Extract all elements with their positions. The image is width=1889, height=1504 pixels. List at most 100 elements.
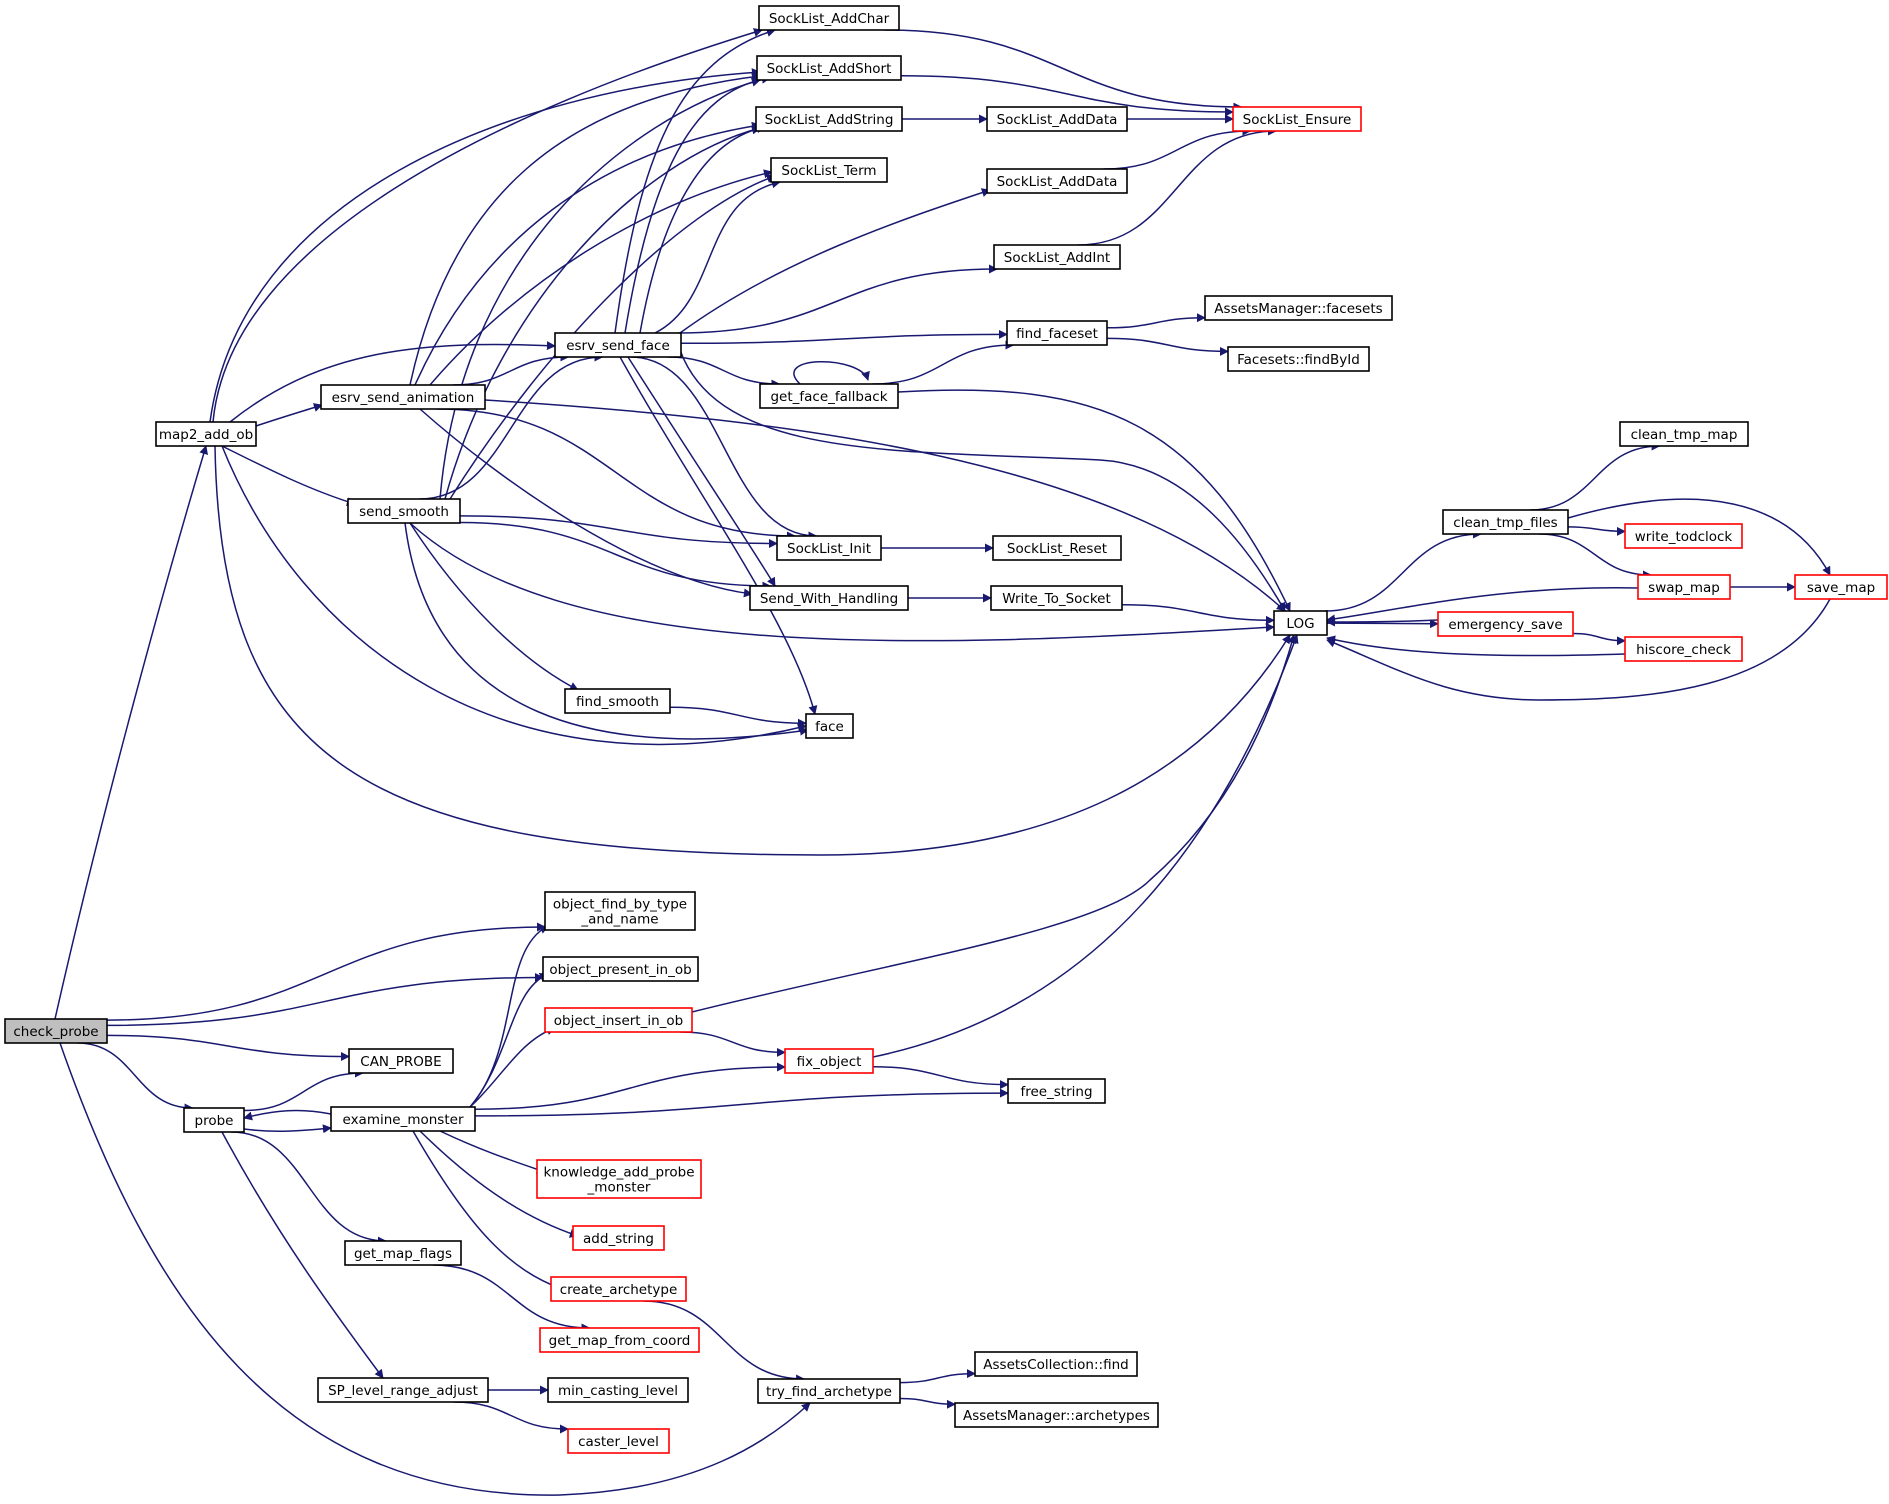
edge-examine_monster-to-knowledge_add_probe_monster [439,1130,546,1174]
node-face[interactable]: face [805,713,854,739]
node-label: swap_map [1648,580,1720,596]
node-swap-map[interactable]: swap_map [1637,574,1731,600]
edge-line [243,1109,332,1121]
node-min-casting-level[interactable]: min_casting_level [547,1377,689,1403]
node-clean-tmp-map[interactable]: clean_tmp_map [1619,421,1749,447]
node-label: object_present_in_ob [549,962,691,978]
node-socklist-addint[interactable]: SockList_AddInt [993,244,1121,270]
edge-line [77,1042,194,1113]
node-save-map[interactable]: save_map [1794,574,1888,600]
edge-line [255,403,323,427]
node-label: SockList_AddShort [767,61,892,77]
edge-esrv_send_face-to-LOG [679,349,1286,612]
node-box [1624,636,1743,662]
edge-line [677,264,998,334]
node-send-with-handling[interactable]: Send_With_Handling [749,585,909,611]
edge-line [1106,313,1206,329]
edge-line [643,1300,806,1384]
edge-line [459,521,772,591]
node-socklist-adddata-2[interactable]: SockList_AddData [986,168,1128,194]
node-probe[interactable]: probe [183,1107,245,1133]
node-socklist-addstring[interactable]: SockList_AddString [755,106,903,132]
edge-line [669,706,807,728]
node-socklist-adddata-1[interactable]: SockList_AddData [986,106,1128,132]
edge-line [680,1031,786,1057]
node-emergency-save[interactable]: emergency_save [1437,611,1574,637]
node-can-probe[interactable]: CAN_PROBE [348,1048,454,1074]
node-label: get_face_fallback [770,389,887,405]
node-sp-level-range-adjust[interactable]: SP_level_range_adjust [317,1377,489,1403]
node-get-map-from-coord[interactable]: get_map_from_coord [539,1327,700,1353]
edge-line [474,1088,1009,1117]
node-find-faceset[interactable]: find_faceset [1006,320,1108,346]
edge-send_smooth-to-SockList_Term [449,174,776,500]
node-assetsmanager-archetypes[interactable]: AssetsManager::archetypes [954,1402,1159,1428]
node-try-find-archetype[interactable]: try_find_archetype [757,1378,901,1404]
node-esrv-send-face[interactable]: esrv_send_face [554,332,682,358]
node-box [554,332,682,358]
node-log[interactable]: LOG [1273,610,1328,636]
node-label: min_casting_level [558,1383,678,1399]
edge-probe-to-SP_level_range_adjust [221,1131,384,1379]
edge-line [243,1068,364,1112]
node-object-find-by-type-and-name[interactable]: object_find_by_type_and_name [544,891,696,931]
edge-line [106,973,544,1027]
edge-send_smooth-to-find_smooth [409,522,579,691]
node-box [155,421,257,447]
node-get-map-flags[interactable]: get_map_flags [344,1240,462,1266]
edge-esrv_send_animation-to-SockList_Term [429,169,773,386]
edge-line [409,522,1275,642]
node-socklist-reset[interactable]: SockList_Reset [992,535,1122,561]
node-socklist-addshort[interactable]: SockList_AddShort [756,55,902,81]
node-clean-tmp-files[interactable]: clean_tmp_files [1442,509,1569,535]
node-hiscore-check[interactable]: hiscore_check [1624,636,1743,662]
node-box [776,535,882,561]
node-box [1437,611,1574,637]
node-label: SP_level_range_adjust [328,1383,478,1399]
node-find-smooth[interactable]: find_smooth [564,688,671,714]
edge-LOG-to-emergency_save [1326,619,1439,629]
node-label: knowledge_add_probe [543,1165,694,1181]
node-esrv-send-animation[interactable]: esrv_send_animation [320,384,486,410]
edge-emergency_save-to-LOG [1326,617,1439,627]
node-map2-add-ob[interactable]: map2_add_ob [155,421,257,447]
edge-esrv_send_animation-to-SockList_AddString [414,121,761,386]
node-label: AssetsManager::archetypes [963,1408,1150,1424]
edge-esrv_send_face-to-SockList_AddString [639,124,766,334]
node-socklist-term[interactable]: SockList_Term [770,157,888,183]
node-send-smooth[interactable]: send_smooth [347,498,461,524]
node-assetscollection-find[interactable]: AssetsCollection::find [974,1351,1138,1377]
node-label: clean_tmp_map [1631,427,1738,443]
node-object-present-in-ob[interactable]: object_present_in_ob [542,956,699,982]
edge-check_probe-to-object_find_by_type_and_name [106,922,546,1021]
edge-esrv_send_face-to-SockList_AddChar [614,28,776,334]
edge-line [1077,126,1277,246]
edge-examine_monster-to-object_find_by_type_and_name [469,925,549,1108]
node-free-string[interactable]: free_string [1007,1078,1106,1104]
node-fix-object[interactable]: fix_object [784,1048,874,1074]
node-box [992,535,1122,561]
node-examine-monster[interactable]: examine_monster [330,1106,476,1132]
edge-line [1103,126,1252,170]
edge-SockList_AddChar-to-SockList_Ensure [884,29,1243,112]
node-add-string[interactable]: add_string [572,1225,665,1251]
node-socklist-addchar[interactable]: SockList_AddChar [758,5,900,31]
node-write-to-socket[interactable]: Write_To_Socket [990,585,1123,611]
node-check-probe[interactable]: check_probe [4,1018,108,1044]
node-socklist-ensure[interactable]: SockList_Ensure [1232,106,1362,132]
edge-line [1326,598,1831,701]
node-facesets-findbyid[interactable]: Facesets::findById [1227,346,1370,372]
edge-object_insert_in_ob-to-LOG [691,634,1297,1013]
node-create-archetype[interactable]: create_archetype [550,1276,687,1302]
node-get-face-fallback[interactable]: get_face_fallback [759,383,899,409]
node-caster-level[interactable]: caster_level [567,1428,670,1454]
node-box [986,168,1128,194]
node-object-insert-in-ob[interactable]: object_insert_in_ob [544,1007,693,1033]
node-write-todclock[interactable]: write_todclock [1624,523,1743,549]
edge-line [231,1131,387,1246]
node-knowledge-add-probe-monster[interactable]: knowledge_add_probe_monster [536,1159,702,1199]
node-socklist-init[interactable]: SockList_Init [776,535,882,561]
edge-line [679,349,1286,612]
edge-fix_object-to-LOG [872,634,1299,1058]
node-assetsmanager-facesets[interactable]: AssetsManager::facesets [1204,295,1393,321]
